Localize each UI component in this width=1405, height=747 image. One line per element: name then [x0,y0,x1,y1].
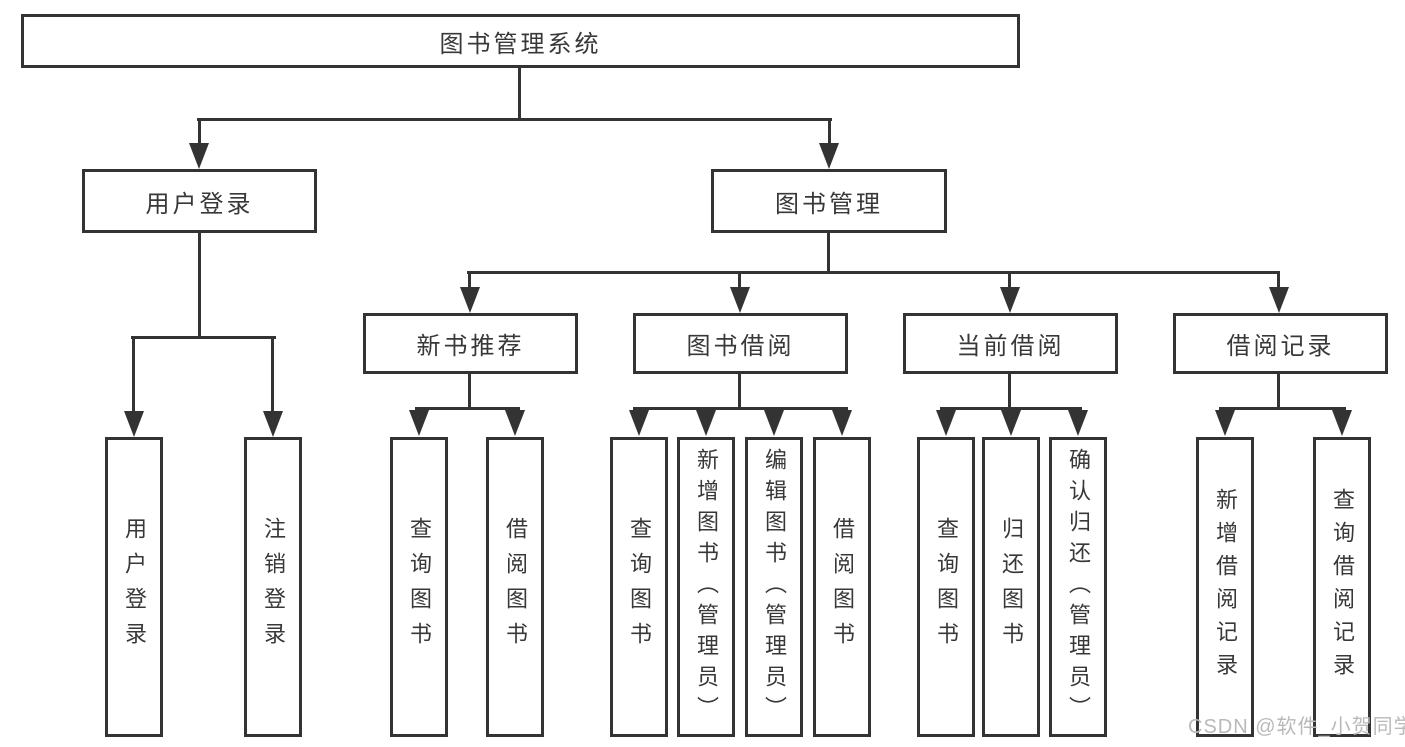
node-leaf-query-books: 查询图书 [390,437,448,737]
node-leaf-logout: 注销登录 [244,437,302,737]
arrow-down-icon [505,410,525,436]
arrow-down-icon [629,410,649,436]
arrow-down-icon [409,410,429,436]
connector-line [940,407,1082,410]
node-library-management-system: 图书管理系统 [21,14,1020,68]
arrow-down-icon [1332,410,1352,436]
connector-line [633,407,848,410]
arrow-down-icon [460,287,480,313]
connector-line [415,407,520,410]
node-book-borrowing: 图书借阅 [633,313,848,374]
node-leaf-query-books: 查询图书 [917,437,975,737]
connector-line [468,271,471,292]
arrow-down-icon [696,410,716,436]
node-label: 图书借阅 [686,333,795,360]
node-label: 新书推荐 [416,333,525,360]
node-leaf-confirm-return-admin: 确认归还（管理员） [1049,437,1107,737]
connector-line [271,336,274,416]
node-label: 编辑图书（管理员） [762,447,787,727]
arrow-down-icon [1215,410,1235,436]
node-leaf-user-login: 用户登录 [105,437,163,737]
node-label: 确认归还（管理员） [1066,447,1091,727]
node-label: 查询图书 [407,517,432,657]
node-borrowing-records: 借阅记录 [1173,313,1388,374]
node-leaf-return-book: 归还图书 [982,437,1040,737]
node-label: 查询图书 [934,517,959,657]
node-new-book-recommendation: 新书推荐 [363,313,578,374]
connector-line [738,271,741,292]
connector-line [131,336,276,339]
node-book-management: 图书管理 [711,169,947,233]
node-label: 图书管理系统 [439,30,602,58]
arrow-down-icon [730,287,750,313]
connector-line [197,118,832,121]
node-label: 新增借阅记录 [1213,488,1238,686]
csdn-watermark: CSDN @软件_小贺同学 [1188,716,1405,738]
arrow-down-icon [1000,287,1020,313]
node-label: 借阅记录 [1226,333,1335,360]
node-leaf-query-books: 查询图书 [610,437,668,737]
node-label: 新增图书（管理员） [694,447,719,727]
connector-line [132,336,135,416]
arrow-down-icon [1001,410,1021,436]
arrow-down-icon [819,143,839,169]
node-label: 查询借阅记录 [1330,488,1355,686]
node-leaf-borrow-books: 借阅图书 [813,437,871,737]
arrow-down-icon [263,411,283,437]
node-label: 图书管理 [775,190,883,218]
connector-line [1008,271,1011,292]
node-label: 查询图书 [627,517,652,657]
connector-line [1277,372,1280,410]
node-user-login: 用户登录 [82,169,317,233]
connector-line [1277,271,1280,292]
connector-line [828,118,831,148]
node-leaf-edit-book-admin: 编辑图书（管理员） [745,437,803,737]
connector-line [738,372,741,410]
arrow-down-icon [189,143,209,169]
node-label: 用户登录 [122,517,147,657]
node-leaf-query-borrow-record: 查询借阅记录 [1313,437,1371,737]
node-label: 当前借阅 [956,333,1065,360]
connector-line [467,271,1280,274]
node-label: 借阅图书 [503,517,528,657]
node-current-borrowing: 当前借阅 [903,313,1118,374]
node-leaf-add-book-admin: 新增图书（管理员） [677,437,735,737]
node-label: 用户登录 [145,190,254,218]
arrow-down-icon [764,410,784,436]
connector-line [1008,372,1011,410]
node-label: 归还图书 [999,517,1024,657]
connector-line [518,66,521,120]
connector-line [198,118,201,148]
arrow-down-icon [832,410,852,436]
connector-line [1219,407,1346,410]
connector-line [198,231,201,338]
node-leaf-borrow-books: 借阅图书 [486,437,544,737]
arrow-down-icon [1068,410,1088,436]
arrow-down-icon [1269,287,1289,313]
connector-line [468,372,471,410]
connector-line [827,231,830,273]
node-label: 借阅图书 [830,517,855,657]
arrow-down-icon [936,410,956,436]
arrow-down-icon [124,411,144,437]
node-label: 注销登录 [261,517,286,657]
node-leaf-add-borrow-record: 新增借阅记录 [1196,437,1254,737]
